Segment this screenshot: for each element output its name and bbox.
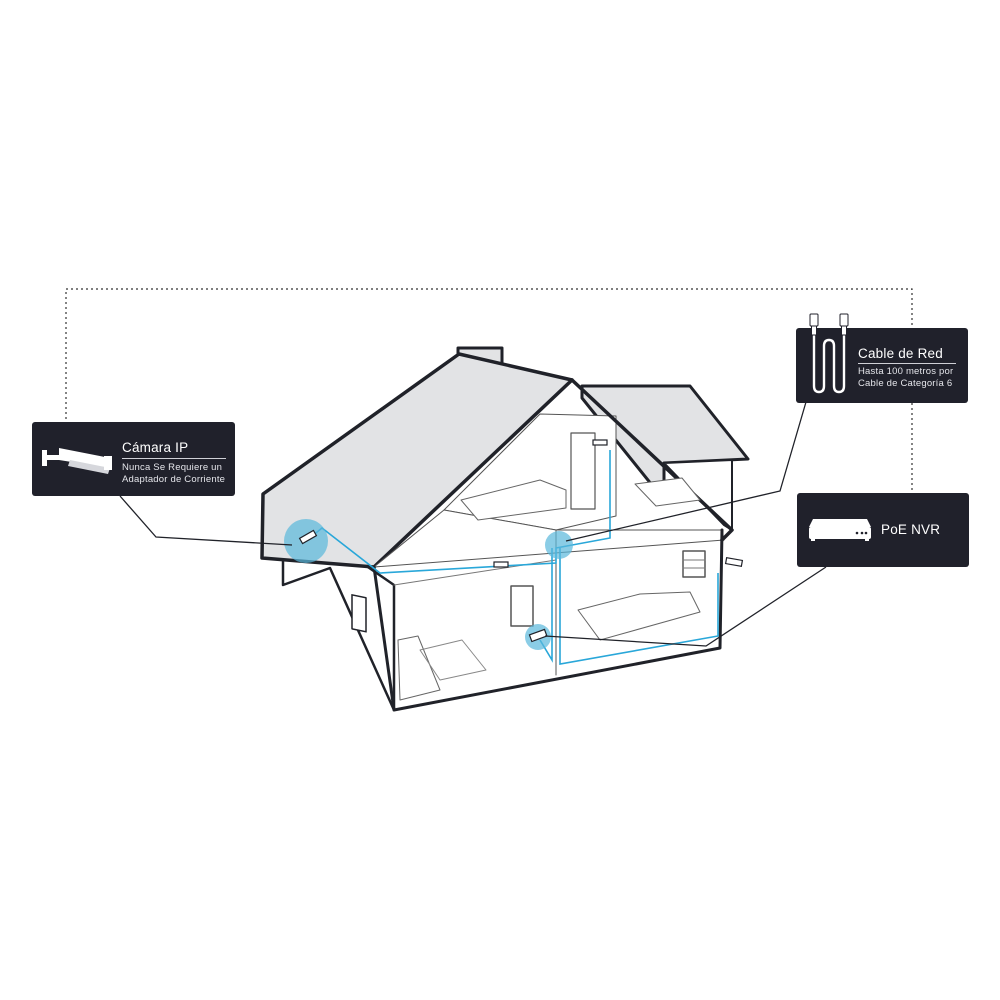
living-camera-icon	[493, 561, 509, 568]
upstairs-door	[570, 432, 596, 510]
camera-leader	[119, 495, 293, 546]
nvr-unit-icon	[528, 628, 548, 643]
camera-callout-title: Cámara IP	[122, 440, 189, 455]
garage-camera-icon	[724, 556, 744, 568]
cable-callout-divider	[858, 363, 956, 364]
nvr-callout-title: PoE NVR	[881, 522, 941, 537]
upstairs-camera-icon	[592, 439, 608, 446]
window-right	[682, 550, 706, 578]
cable-callout-title: Cable de Red	[858, 346, 943, 361]
rug-lower	[419, 639, 487, 681]
camera-highlight-interior	[545, 531, 573, 559]
cable-callout-line1: Hasta 100 metros por	[858, 366, 954, 377]
bed-garage	[634, 477, 701, 507]
nvr-callout: PoE NVR	[797, 493, 969, 567]
main-roof	[260, 352, 574, 569]
bullet-camera-icon	[42, 448, 112, 474]
window-tv	[510, 585, 534, 627]
camera-callout-description: Nunca Se Requiere un Adaptador de Corrie…	[122, 462, 225, 486]
nvr-leader	[544, 566, 827, 647]
house	[260, 346, 750, 712]
camera-callout-divider	[122, 458, 226, 459]
nvr-device-icon	[809, 519, 871, 541]
cable-floor	[559, 548, 719, 665]
upper-gable-edge	[570, 378, 734, 542]
window-left	[351, 594, 367, 633]
ground-floor-outline	[372, 528, 724, 712]
cable-callout: Cable de Red Hasta 100 metros por Cable …	[796, 313, 968, 403]
leader-lines	[119, 401, 827, 647]
sofa-right	[577, 591, 701, 641]
camera-callout: Cámara IP Nunca Se Requiere un Adaptador…	[32, 422, 235, 496]
sofa-lower-left	[397, 635, 441, 701]
ethernet-cable-icon	[809, 313, 849, 394]
cable-leader	[565, 401, 807, 542]
cable-callout-description: Hasta 100 metros por Cable de Categoría …	[858, 366, 953, 390]
roof-camera-icon	[298, 529, 318, 545]
cable-callout-line2: Cable de Categoría 6	[858, 378, 953, 389]
camera-callout-line2: Adaptador de Corriente	[122, 474, 226, 485]
camera-callout-line1: Nunca Se Requiere un	[122, 462, 223, 473]
camera-glyphs	[298, 439, 744, 643]
sofa-upper	[460, 479, 567, 521]
